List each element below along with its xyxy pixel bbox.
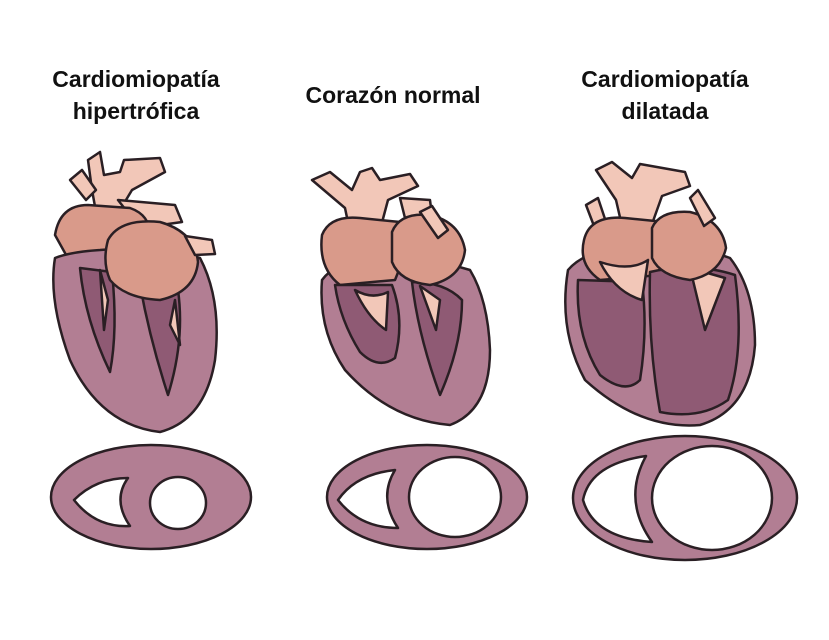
title-line: dilatada <box>621 98 709 124</box>
cross-section-normal <box>325 443 529 551</box>
cross-section-hypertrophic <box>49 443 253 551</box>
title-normal-heart: Corazón normal <box>305 79 480 111</box>
title-line: Cardiomiopatía <box>581 66 749 92</box>
heart-normal <box>310 166 492 427</box>
cross-section-dilated <box>571 434 799 562</box>
title-hypertrophic-cardiomyopathy: Cardiomiopatía hipertrófica <box>52 63 219 127</box>
heart-dilated <box>564 160 757 427</box>
title-line: hipertrófica <box>72 98 200 124</box>
title-line: Cardiomiopatía <box>52 66 220 92</box>
title-dilated-cardiomyopathy: Cardiomiopatía dilatada <box>581 63 748 127</box>
heart-hypertrophic <box>52 150 218 434</box>
title-line: Corazón normal <box>305 82 481 108</box>
